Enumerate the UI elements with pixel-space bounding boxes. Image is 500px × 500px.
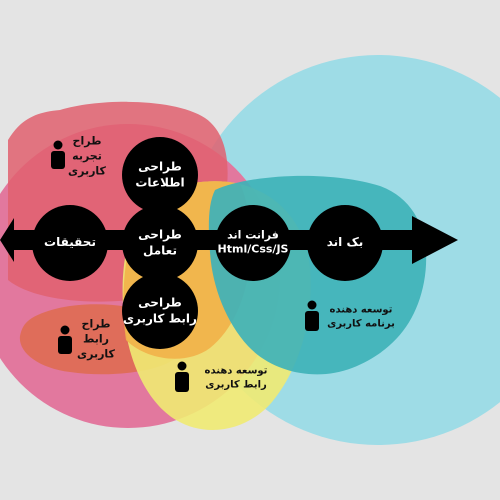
node-backend	[307, 205, 383, 281]
role-ui-designer-line2: رابط	[82, 332, 110, 346]
role-ui-developer-line1: توسعه دهنده	[204, 365, 268, 377]
node-information-design-line1: طراحی	[138, 159, 182, 174]
node-interaction-design-label: طراحی تعامل	[138, 227, 182, 258]
node-interaction-design-line2: تعامل	[143, 243, 177, 257]
person-icon	[175, 361, 189, 392]
node-frontend	[215, 205, 291, 281]
node-frontend-line1: فرانت اند	[227, 228, 279, 242]
node-ui-design-line1: طراحی	[138, 295, 182, 310]
role-app-developer-line1: توسعه دهنده	[329, 304, 393, 316]
role-ui-designer-label: طراح رابط کاربری	[77, 318, 115, 363]
role-ux-designer-line2: تجربه	[72, 149, 102, 163]
role-ui-designer-line3: کاربری	[77, 347, 115, 361]
node-ui-design-line2: رابط کاربری	[123, 311, 197, 325]
node-ui-design	[122, 273, 198, 349]
person-icon	[51, 140, 65, 169]
node-information-design	[122, 137, 198, 213]
node-backend-label: بک اند	[327, 235, 364, 251]
node-research-line1: تحقیقات	[44, 235, 96, 250]
person-icon	[58, 325, 72, 354]
node-information-design-label: طراحی اطلاعات	[135, 159, 184, 190]
role-app-developer-label: توسعه دهنده برنامه کاربری	[327, 304, 395, 331]
role-ui-developer-line2: رابط کاربری	[205, 379, 267, 390]
node-interaction-design-line1: طراحی	[138, 227, 182, 242]
node-information-design-line2: اطلاعات	[135, 175, 185, 189]
role-ui-designer-line1: طراح	[81, 317, 111, 331]
role-app-developer-line2: برنامه کاربری	[327, 318, 395, 329]
node-interaction-design	[122, 205, 198, 281]
node-research-label: تحقیقات	[44, 235, 96, 251]
role-ux-designer-line3: کاربری	[68, 164, 106, 178]
role-ux-designer-label: طراح تجربه کاربری	[68, 135, 106, 180]
person-icon	[305, 300, 319, 331]
node-backend-line1: بک اند	[326, 235, 364, 250]
node-ui-design-label: طراحی رابط کاربری	[123, 295, 197, 326]
role-ui-developer-label: توسعه دهنده رابط کاربری	[205, 365, 268, 392]
node-frontend-line2: Html/Css/JS	[217, 243, 289, 256]
node-research	[32, 205, 108, 281]
node-frontend-label: فرانت اند Html/Css/JS	[218, 229, 289, 258]
axis-arrow-right	[412, 216, 458, 264]
role-ux-designer-line1: طراح	[72, 134, 102, 148]
axis-arrow-left	[0, 218, 14, 262]
